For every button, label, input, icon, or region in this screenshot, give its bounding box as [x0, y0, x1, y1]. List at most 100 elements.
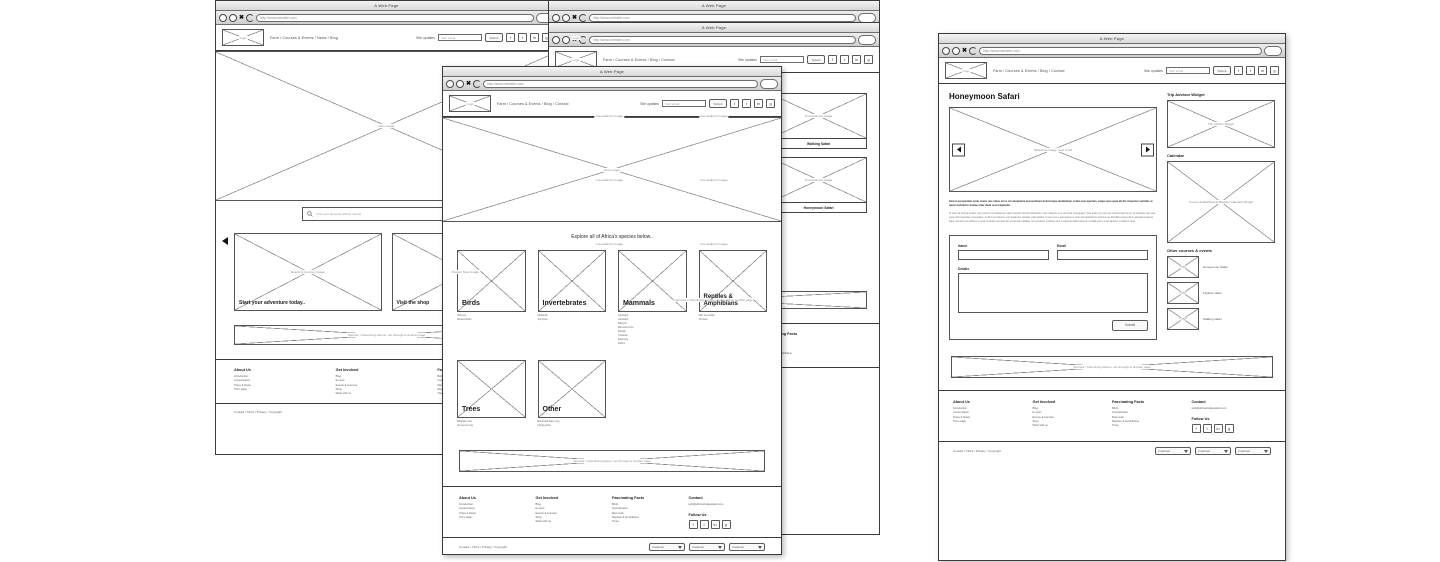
- footer-select[interactable]: Customer: [689, 543, 725, 552]
- course-card[interactable]: Course/Event Image Honeymoon Safari: [770, 157, 867, 213]
- footer-select[interactable]: Customer: [1235, 447, 1271, 456]
- search-pill[interactable]: [858, 34, 876, 45]
- newsletter-input[interactable]: Your email: [438, 34, 482, 41]
- reload-icon[interactable]: [473, 79, 482, 88]
- footer-select[interactable]: Customer: [649, 543, 685, 552]
- linkedin-icon[interactable]: in: [1213, 424, 1223, 434]
- stop-icon[interactable]: ✖: [466, 80, 472, 87]
- facebook-icon[interactable]: f: [730, 99, 739, 108]
- browser-window-detail[interactable]: A Web Page ✖ http://www.website.com Logo…: [938, 33, 1286, 561]
- address-input[interactable]: http://www.website.com: [589, 13, 856, 22]
- url-bar[interactable]: ✖ http://www.website.com: [216, 11, 557, 25]
- slideshow-next-button[interactable]: [1141, 143, 1154, 156]
- reload-icon[interactable]: [579, 13, 588, 22]
- facebook-icon[interactable]: f: [1191, 424, 1201, 434]
- forward-icon[interactable]: [952, 46, 960, 55]
- reload-icon[interactable]: [579, 35, 588, 44]
- slideshow-image[interactable]: Slideshow image, auto scroll: [949, 107, 1157, 192]
- googleplus-icon[interactable]: g: [721, 520, 731, 530]
- googleplus-icon[interactable]: g: [766, 99, 775, 108]
- googleplus-icon[interactable]: g: [1270, 66, 1279, 75]
- reload-icon[interactable]: [246, 13, 255, 22]
- newsletter-submit-button[interactable]: Submit: [709, 99, 727, 108]
- calendar-widget[interactable]: Course details/Events Booking Calendar W…: [1167, 161, 1275, 243]
- linkedin-icon[interactable]: in: [754, 99, 763, 108]
- name-input[interactable]: [958, 249, 1049, 260]
- hero-image[interactable]: Hero Image: [443, 117, 781, 222]
- newsletter-submit-button[interactable]: Submit: [485, 33, 503, 42]
- email-input[interactable]: [1057, 249, 1148, 260]
- facebook-icon[interactable]: f: [506, 33, 515, 42]
- promo-card-events[interactable]: Events & Courses Image Start your advent…: [234, 233, 382, 311]
- carousel-prev-button[interactable]: [222, 237, 228, 245]
- stop-icon[interactable]: ✖: [572, 36, 578, 43]
- submit-button[interactable]: Submit: [1112, 319, 1148, 331]
- twitter-icon[interactable]: t: [1202, 424, 1212, 434]
- logo[interactable]: Logo: [945, 62, 987, 79]
- other-course-item[interactable]: Image Flydrive safari: [1167, 282, 1275, 304]
- facebook-icon[interactable]: f: [688, 520, 698, 530]
- stop-icon[interactable]: ✖: [239, 14, 245, 21]
- forward-icon[interactable]: [229, 13, 237, 22]
- main-nav[interactable]: Farm / Courses & Events / News / Blog: [270, 35, 338, 40]
- url-bar[interactable]: ✖ http://www.website.com: [939, 44, 1285, 58]
- linkedin-icon[interactable]: in: [710, 520, 720, 530]
- newsletter-input[interactable]: Your email: [760, 56, 804, 63]
- linkedin-icon[interactable]: in: [852, 55, 861, 64]
- newsletter-submit-button[interactable]: Submit: [1213, 66, 1231, 75]
- address-input[interactable]: http://www.website.com: [256, 13, 534, 22]
- main-nav[interactable]: Farm / Courses & Events / Blog / Contact: [497, 101, 569, 106]
- back-icon[interactable]: [552, 35, 560, 44]
- back-icon[interactable]: [942, 46, 950, 55]
- footer-select[interactable]: Customer: [729, 543, 765, 552]
- back-icon[interactable]: [219, 13, 227, 22]
- course-card[interactable]: Course/Event Image Walking Safari: [770, 93, 867, 149]
- newsletter-submit-button[interactable]: Submit: [807, 55, 825, 64]
- details-textarea[interactable]: [958, 272, 1148, 313]
- twitter-icon[interactable]: t: [699, 520, 709, 530]
- newsletter-input[interactable]: Your email: [662, 100, 706, 107]
- linkedin-icon[interactable]: in: [1258, 66, 1267, 75]
- googleplus-icon[interactable]: g: [1224, 424, 1234, 434]
- forward-icon[interactable]: [562, 35, 570, 44]
- twitter-icon[interactable]: t: [840, 55, 849, 64]
- facebook-icon[interactable]: f: [828, 55, 837, 64]
- googleplus-icon[interactable]: g: [864, 55, 873, 64]
- stop-icon[interactable]: ✖: [962, 47, 968, 54]
- address-input[interactable]: http://www.website.com: [589, 35, 856, 44]
- reload-icon[interactable]: [969, 46, 978, 55]
- footer-links[interactable]: web@africanlodgesafari.com: [688, 503, 724, 507]
- facebook-icon[interactable]: f: [1234, 66, 1243, 75]
- newsletter-input[interactable]: Your email: [1166, 67, 1210, 74]
- address-input[interactable]: http://www.website.com: [483, 79, 758, 88]
- enquiry-form[interactable]: Name Email Details Submit: [949, 234, 1157, 340]
- footer-links[interactable]: web@africanlodgesafari.com: [1191, 406, 1227, 410]
- back-icon[interactable]: [446, 79, 454, 88]
- sponsor-banner[interactable]: Sponsor / Advertising banner, ran throug…: [459, 450, 765, 473]
- main-nav[interactable]: Farm / Courses & Events / Blog / Contact: [603, 57, 675, 62]
- logo[interactable]: Logo: [222, 29, 264, 46]
- footer-select[interactable]: Customer: [1155, 447, 1191, 456]
- other-course-item[interactable]: Image Walking safari: [1167, 308, 1275, 330]
- twitter-icon[interactable]: t: [742, 99, 751, 108]
- forward-icon[interactable]: [562, 13, 570, 22]
- forward-icon[interactable]: [456, 79, 464, 88]
- search-pill[interactable]: [1264, 45, 1282, 56]
